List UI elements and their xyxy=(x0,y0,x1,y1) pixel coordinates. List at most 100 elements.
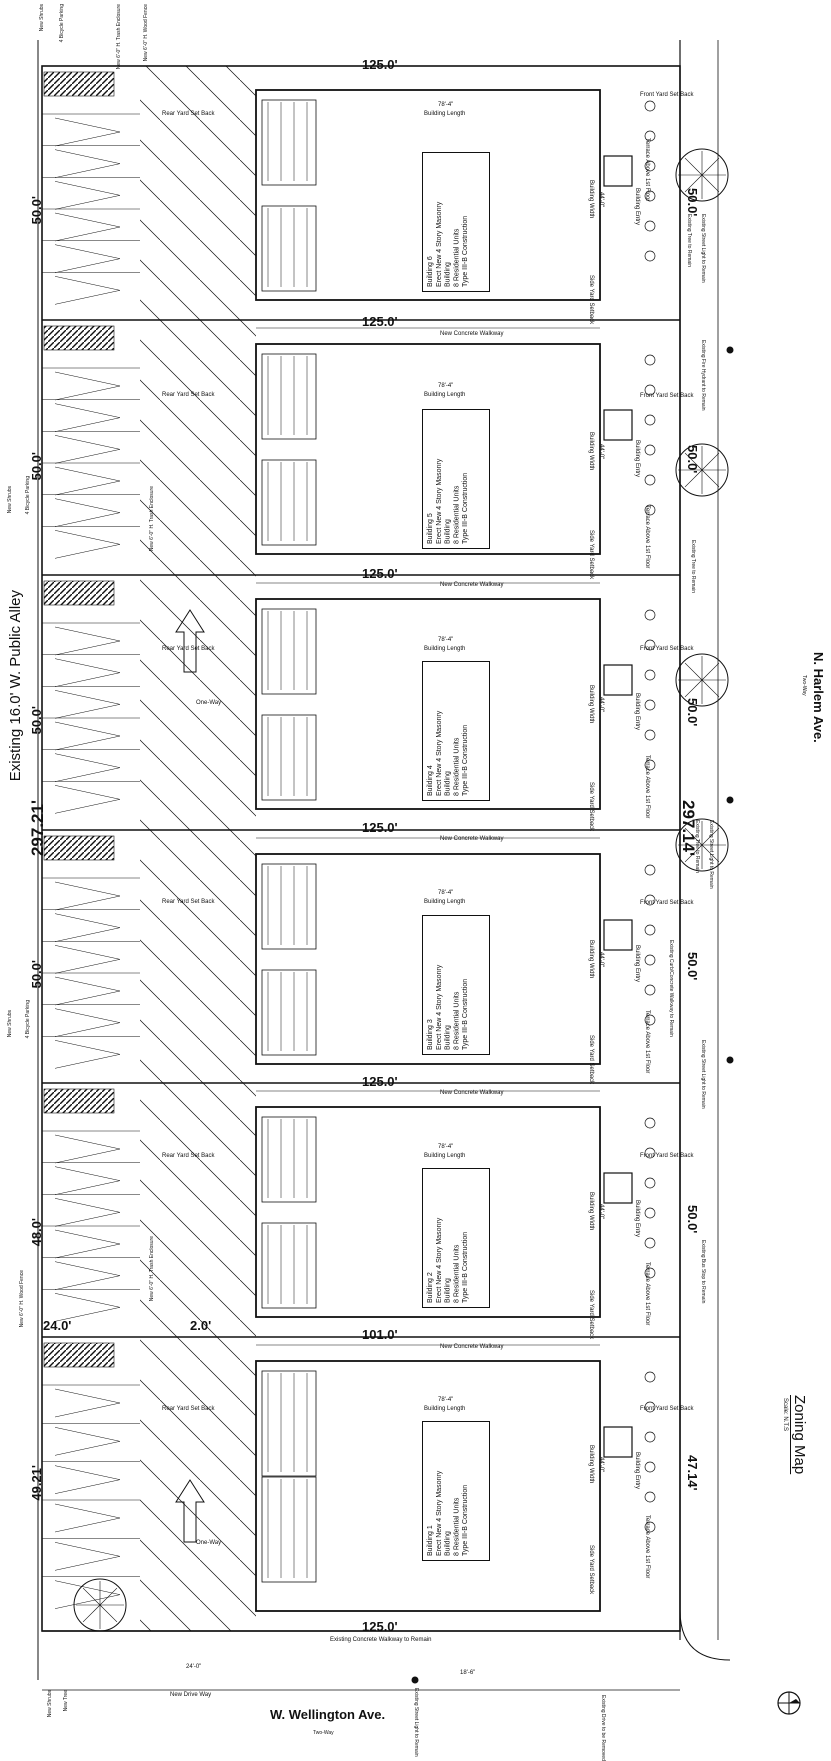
shrub-1-2 xyxy=(644,414,656,426)
tree-branch-3-7 xyxy=(701,827,720,846)
stall-mark-4-1 xyxy=(54,1166,121,1195)
shrub-2-0 xyxy=(644,609,656,621)
stall-mark-4-2 xyxy=(54,1198,121,1227)
stall-mark-3-1 xyxy=(54,913,121,942)
stall-mark-0-2 xyxy=(54,181,121,210)
b1-alley-dim: 49.21' xyxy=(29,1465,44,1501)
stall-mark-1-4 xyxy=(54,498,121,527)
ada-stall-1 xyxy=(43,325,115,351)
b6-width-label: Building Width xyxy=(588,180,594,219)
map-title: Zoning Map xyxy=(791,1395,808,1475)
b5-rear-yard: Rear Yard Set Back xyxy=(162,392,215,398)
tree-branch-0-3 xyxy=(684,174,703,193)
stair-block-0-0 xyxy=(261,99,317,186)
curb-return xyxy=(679,1609,731,1661)
b1-line-3: Building xyxy=(444,1531,452,1556)
stall-mark-5-2 xyxy=(54,1465,121,1494)
b2-length-dim: 78'-4" xyxy=(438,1144,454,1150)
callout-hydrant: Existing Fire Hydrant to Remain xyxy=(700,340,706,411)
b6-line-2: Erect New 4 Story Masonry xyxy=(435,201,443,287)
b1-side-yard: Side Yard Setback xyxy=(588,1545,594,1595)
shrub-0-3 xyxy=(644,190,656,202)
b6-width-dim: 44'-0" xyxy=(598,192,604,208)
stall-mark-0-3 xyxy=(54,212,121,242)
lot-width-b4-b3: 125.0' xyxy=(362,820,398,835)
tree-branch-4-3 xyxy=(82,1604,101,1623)
b4-rear-yard: Rear Yard Set Back xyxy=(162,646,215,652)
b2-street-dim: 50.0' xyxy=(685,1205,700,1234)
shrub-1-5 xyxy=(644,504,656,516)
stall-mark-2-5 xyxy=(54,785,121,814)
callout-shrubs-bottom: New Shrubs xyxy=(47,1690,53,1718)
stall-mark-1-3 xyxy=(54,466,121,496)
b3-width-label: Building Width xyxy=(588,940,594,979)
b5-width-label: Building Width xyxy=(588,432,594,471)
tree-branch-0-5 xyxy=(684,157,703,176)
ada-stall-3 xyxy=(43,835,115,861)
b4-width-dim: 44'-0" xyxy=(598,697,604,713)
shrub-5-5 xyxy=(644,1521,656,1533)
tree-canopy-1 xyxy=(675,443,729,497)
b5-line-4: 8 Residential Units xyxy=(453,485,461,544)
b5-street-dim: 50.0' xyxy=(685,445,700,474)
stair-block-3-0 xyxy=(261,863,317,950)
callout-light-remain-1: Existing Street Light to Remain xyxy=(700,214,706,283)
b2-width-dim: 44'-0" xyxy=(598,1204,604,1220)
building-outline-1 xyxy=(255,343,601,555)
callout-light-remain-3: Existing Street Light to Remain xyxy=(700,1040,706,1109)
shrub-3-1 xyxy=(644,894,656,906)
street-light-2 xyxy=(726,1056,734,1064)
stall-mark-5-3 xyxy=(54,1503,121,1533)
b3-line-3: Building xyxy=(444,1025,452,1050)
callout-tree-remain-3: Existing Tree to Remain xyxy=(694,820,700,874)
b2-rear-yard: Rear Yard Set Back xyxy=(162,1153,215,1159)
stall-mark-0-1 xyxy=(54,149,121,178)
b5-description: Building 5 Erect New 4 Story Masonry Bui… xyxy=(422,409,490,549)
shrub-2-2 xyxy=(644,669,656,681)
b2-width-label: Building Width xyxy=(588,1192,594,1231)
tree-branch-2-5 xyxy=(684,662,703,681)
tree-branch-2-7 xyxy=(701,662,720,681)
b3-alley-dim: 50.0' xyxy=(29,960,44,989)
b4-line-2: Erect New 4 Story Masonry xyxy=(435,710,443,796)
tree-branch-3-1 xyxy=(701,844,720,863)
b1-line-1: Building 1 xyxy=(427,1525,434,1556)
stair-block-2-0 xyxy=(261,608,317,695)
b1-width-dim: 44'-0" xyxy=(598,1457,604,1473)
entry-block-0 xyxy=(603,155,633,187)
shrub-4-2 xyxy=(644,1177,656,1189)
b2-terrace: Terrace Above 1st Floor xyxy=(644,1262,650,1326)
b5-walkway: New Concrete Walkway xyxy=(440,582,504,588)
tree-branch-0-7 xyxy=(701,157,720,176)
stall-mark-3-3 xyxy=(54,976,121,1006)
shrub-0-5 xyxy=(644,250,656,262)
b3-description: Building 3 Erect New 4 Story Masonry Bui… xyxy=(422,915,490,1055)
b1-entry: Building Entry xyxy=(634,1452,640,1490)
street-note-harlem: Two-Way xyxy=(801,675,807,696)
b6-side-yard: Side Yard Setback xyxy=(588,275,594,325)
stall-mark-5-1 xyxy=(54,1427,121,1456)
stall-mark-2-2 xyxy=(54,690,121,719)
callout-tree-remain-1: Existing Tree to Remain xyxy=(686,214,692,268)
shrub-3-3 xyxy=(644,954,656,966)
tree-branch-3-3 xyxy=(684,844,703,863)
callout-trash-top: New 6'-0" H. Trash Enclosure xyxy=(116,4,122,70)
b5-front-yard: Front Yard Set Back xyxy=(640,393,694,399)
b5-length-dim: 78'-4" xyxy=(438,383,454,389)
shrub-5-3 xyxy=(644,1461,656,1473)
b2-side-yard: Side Yard Setback xyxy=(588,1290,594,1340)
map-scale: Scale: N.T.S xyxy=(782,1398,788,1432)
callout-shrubs-mid: New Shrubs xyxy=(7,486,13,514)
shrub-0-1 xyxy=(644,130,656,142)
stall-mark-5-5 xyxy=(54,1580,121,1609)
callout-shrubs-lower: New Shrubs xyxy=(7,1010,13,1038)
callout-bike-mid: 4 Bicycle Parking xyxy=(25,476,31,515)
stall-mark-4-0 xyxy=(54,1134,121,1164)
callout-tree-remain-2: Existing Tree to Remain xyxy=(690,540,696,594)
b3-length-label: Building Length xyxy=(424,899,466,905)
b5-line-3: Building xyxy=(444,519,452,544)
stall-mark-0-4 xyxy=(54,244,121,273)
shrub-3-5 xyxy=(644,1014,656,1026)
b4-alley-dim: 50.0' xyxy=(29,706,44,735)
